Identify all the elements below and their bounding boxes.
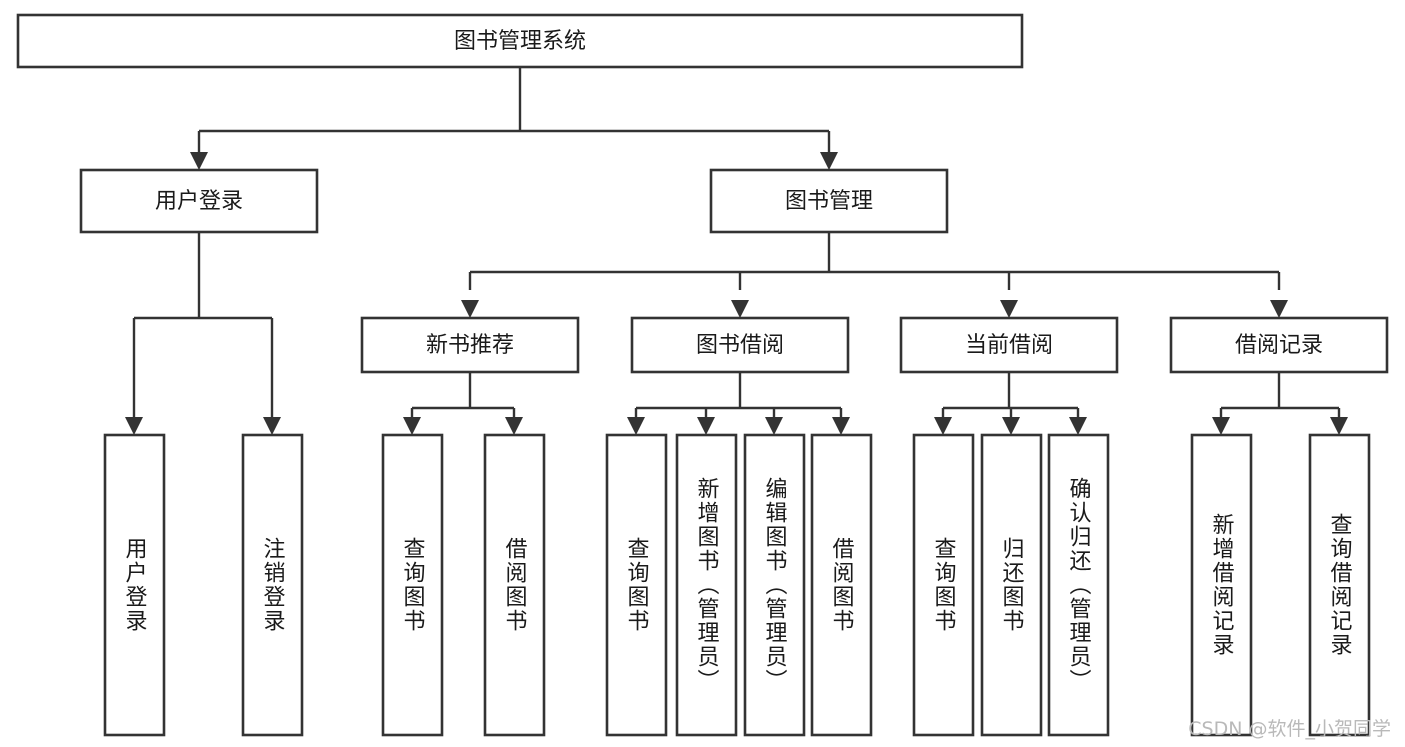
node-leaf-bb-query-book-box[interactable] (605, 433, 668, 737)
node-leaf-bb-add-book-label: 新增图书（管理员） (694, 477, 720, 693)
arrowhead-cb-leaf3 (1069, 417, 1087, 435)
node-leaf-cb-return-book-label: 归还图书 (999, 537, 1025, 633)
node-book-management-box[interactable] (709, 168, 949, 234)
node-leaf-bb-query-book-label: 查询图书 (624, 537, 650, 633)
node-leaf-br-query-record-label: 查询借阅记录 (1327, 513, 1353, 657)
node-borrow-record-box[interactable] (1169, 316, 1389, 374)
arrowhead-cb-leaf2 (1002, 417, 1020, 435)
edges-layer (125, 67, 1348, 435)
node-leaf-nb-query-book-label: 查询图书 (400, 537, 426, 633)
node-leaf-br-add-record[interactable]: 新增借阅记录 (1190, 433, 1253, 737)
node-leaf-cb-confirm-return[interactable]: 确认归还（管理员） (1047, 433, 1110, 737)
node-leaf-bb-edit-book-label: 编辑图书（管理员） (762, 477, 788, 693)
node-leaf-br-query-record-box[interactable] (1308, 433, 1371, 737)
node-borrow-record[interactable]: 借阅记录 (1169, 316, 1389, 374)
arrowhead-current-borrow (1000, 300, 1018, 318)
node-leaf-cb-confirm-return-label: 确认归还（管理员） (1066, 477, 1092, 693)
node-new-book-recommend-box[interactable] (360, 316, 580, 374)
arrowhead-new-book (461, 300, 479, 318)
node-user-login-box[interactable] (79, 168, 319, 234)
node-leaf-nb-borrow-book-box[interactable] (483, 433, 546, 737)
node-leaf-cb-confirm-return-box[interactable] (1047, 433, 1110, 737)
node-book-management[interactable]: 图书管理 (709, 168, 949, 234)
node-leaf-user-login-label: 用户登录 (122, 537, 148, 633)
node-root-label: 图书管理系统 (454, 29, 586, 54)
node-book-borrow-box[interactable] (630, 316, 850, 374)
node-leaf-br-add-record-label: 新增借阅记录 (1209, 513, 1235, 657)
node-book-borrow-label: 图书借阅 (696, 333, 784, 358)
node-leaf-cb-return-book[interactable]: 归还图书 (980, 433, 1043, 737)
node-leaf-bb-borrow-book-box[interactable] (810, 433, 873, 737)
node-leaf-nb-query-book-box[interactable] (381, 433, 444, 737)
arrowhead-bb-leaf2 (697, 417, 715, 435)
node-leaf-user-login[interactable]: 用户登录 (103, 433, 166, 737)
arrowhead-bb-leaf4 (832, 417, 850, 435)
node-leaf-bb-edit-book[interactable]: 编辑图书（管理员） (743, 433, 806, 737)
node-leaf-cb-query-book[interactable]: 查询图书 (912, 433, 975, 737)
arrowhead-br-leaf1 (1212, 417, 1230, 435)
node-user-login-label: 用户登录 (155, 189, 243, 214)
node-leaf-bb-edit-book-box[interactable] (743, 433, 806, 737)
arrowhead-bb-leaf1 (627, 417, 645, 435)
node-leaf-bb-add-book[interactable]: 新增图书（管理员） (675, 433, 738, 737)
node-new-book-recommend-label: 新书推荐 (426, 333, 514, 358)
node-leaf-logout-label: 注销登录 (260, 537, 286, 633)
arrowhead-nb-leaf2 (505, 417, 523, 435)
node-leaf-nb-borrow-book[interactable]: 借阅图书 (483, 433, 546, 737)
node-leaf-logout-box[interactable] (241, 433, 304, 737)
arrowhead-nb-leaf1 (403, 417, 421, 435)
node-current-borrow[interactable]: 当前借阅 (899, 316, 1119, 374)
node-current-borrow-label: 当前借阅 (965, 333, 1053, 358)
arrowhead-book-mgmt (820, 152, 838, 170)
arrowhead-borrow-record (1270, 300, 1288, 318)
node-leaf-cb-query-book-box[interactable] (912, 433, 975, 737)
node-user-login[interactable]: 用户登录 (79, 168, 319, 234)
arrowhead-user-login (190, 152, 208, 170)
node-leaf-logout[interactable]: 注销登录 (241, 433, 304, 737)
arrowhead-book-borrow (731, 300, 749, 318)
node-leaf-nb-query-book[interactable]: 查询图书 (381, 433, 444, 737)
arrowhead-bb-leaf3 (765, 417, 783, 435)
node-leaf-bb-borrow-book[interactable]: 借阅图书 (810, 433, 873, 737)
node-book-borrow[interactable]: 图书借阅 (630, 316, 850, 374)
node-root-box[interactable] (16, 13, 1024, 69)
node-leaf-bb-borrow-book-label: 借阅图书 (829, 537, 855, 633)
node-leaf-bb-query-book[interactable]: 查询图书 (605, 433, 668, 737)
node-leaf-br-add-record-box[interactable] (1190, 433, 1253, 737)
node-leaf-user-login-box[interactable] (103, 433, 166, 737)
node-new-book-recommend[interactable]: 新书推荐 (360, 316, 580, 374)
node-leaf-cb-return-book-box[interactable] (980, 433, 1043, 737)
arrowhead-cb-leaf1 (934, 417, 952, 435)
arrowhead-br-leaf2 (1330, 417, 1348, 435)
node-leaf-cb-query-book-label: 查询图书 (931, 537, 957, 633)
arrowhead-leaf-logout (263, 417, 281, 435)
node-leaf-nb-borrow-book-label: 借阅图书 (502, 537, 528, 633)
node-borrow-record-label: 借阅记录 (1235, 333, 1323, 358)
node-leaf-bb-add-book-box[interactable] (675, 433, 738, 737)
node-leaf-br-query-record[interactable]: 查询借阅记录 (1308, 433, 1371, 737)
arrowhead-leaf-user-login (125, 417, 143, 435)
node-current-borrow-box[interactable] (899, 316, 1119, 374)
node-root[interactable]: 图书管理系统 (16, 13, 1024, 69)
node-book-management-label: 图书管理 (785, 189, 873, 214)
